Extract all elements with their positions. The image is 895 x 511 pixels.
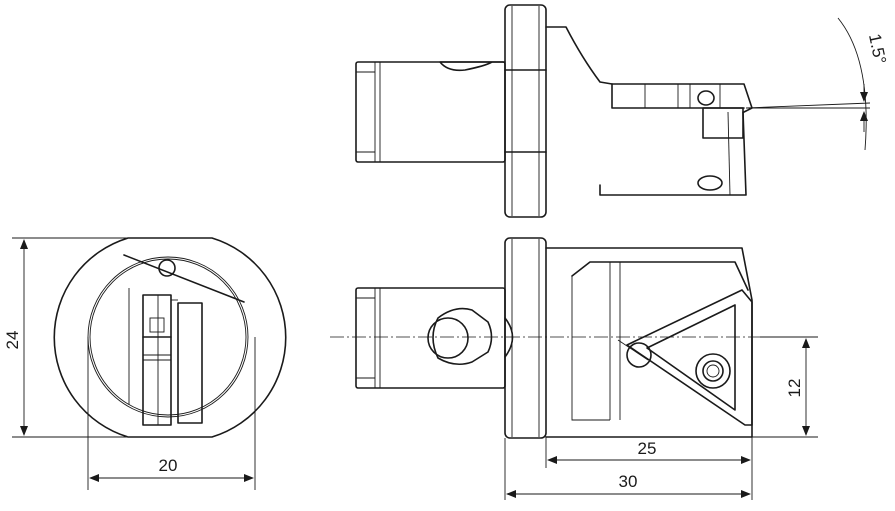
side-view: 12 25 30 [330, 237, 818, 500]
length-total-dimension: 30 [504, 438, 751, 500]
length-inner-label: 25 [638, 439, 657, 458]
top-view: 1.5° [355, 4, 890, 218]
front-width-label: 20 [159, 456, 178, 475]
front-insert [123, 254, 245, 426]
top-flange [504, 4, 547, 218]
offset-dimension: 12 [752, 336, 818, 438]
length-inner-dimension: 25 [545, 437, 753, 500]
front-height-label: 24 [3, 331, 22, 350]
front-width-dimension: 20 [87, 337, 256, 490]
top-head [545, 26, 753, 196]
side-flange [504, 237, 547, 439]
angle-annotation: 1.5° [745, 17, 890, 151]
length-total-label: 30 [619, 472, 638, 491]
front-view: 24 20 [3, 237, 287, 490]
front-height-dimension: 24 [3, 237, 128, 438]
side-head [545, 247, 753, 438]
side-shank [355, 287, 514, 389]
angle-label: 1.5° [865, 32, 890, 66]
offset-label: 12 [785, 379, 804, 398]
top-shank [355, 61, 506, 163]
